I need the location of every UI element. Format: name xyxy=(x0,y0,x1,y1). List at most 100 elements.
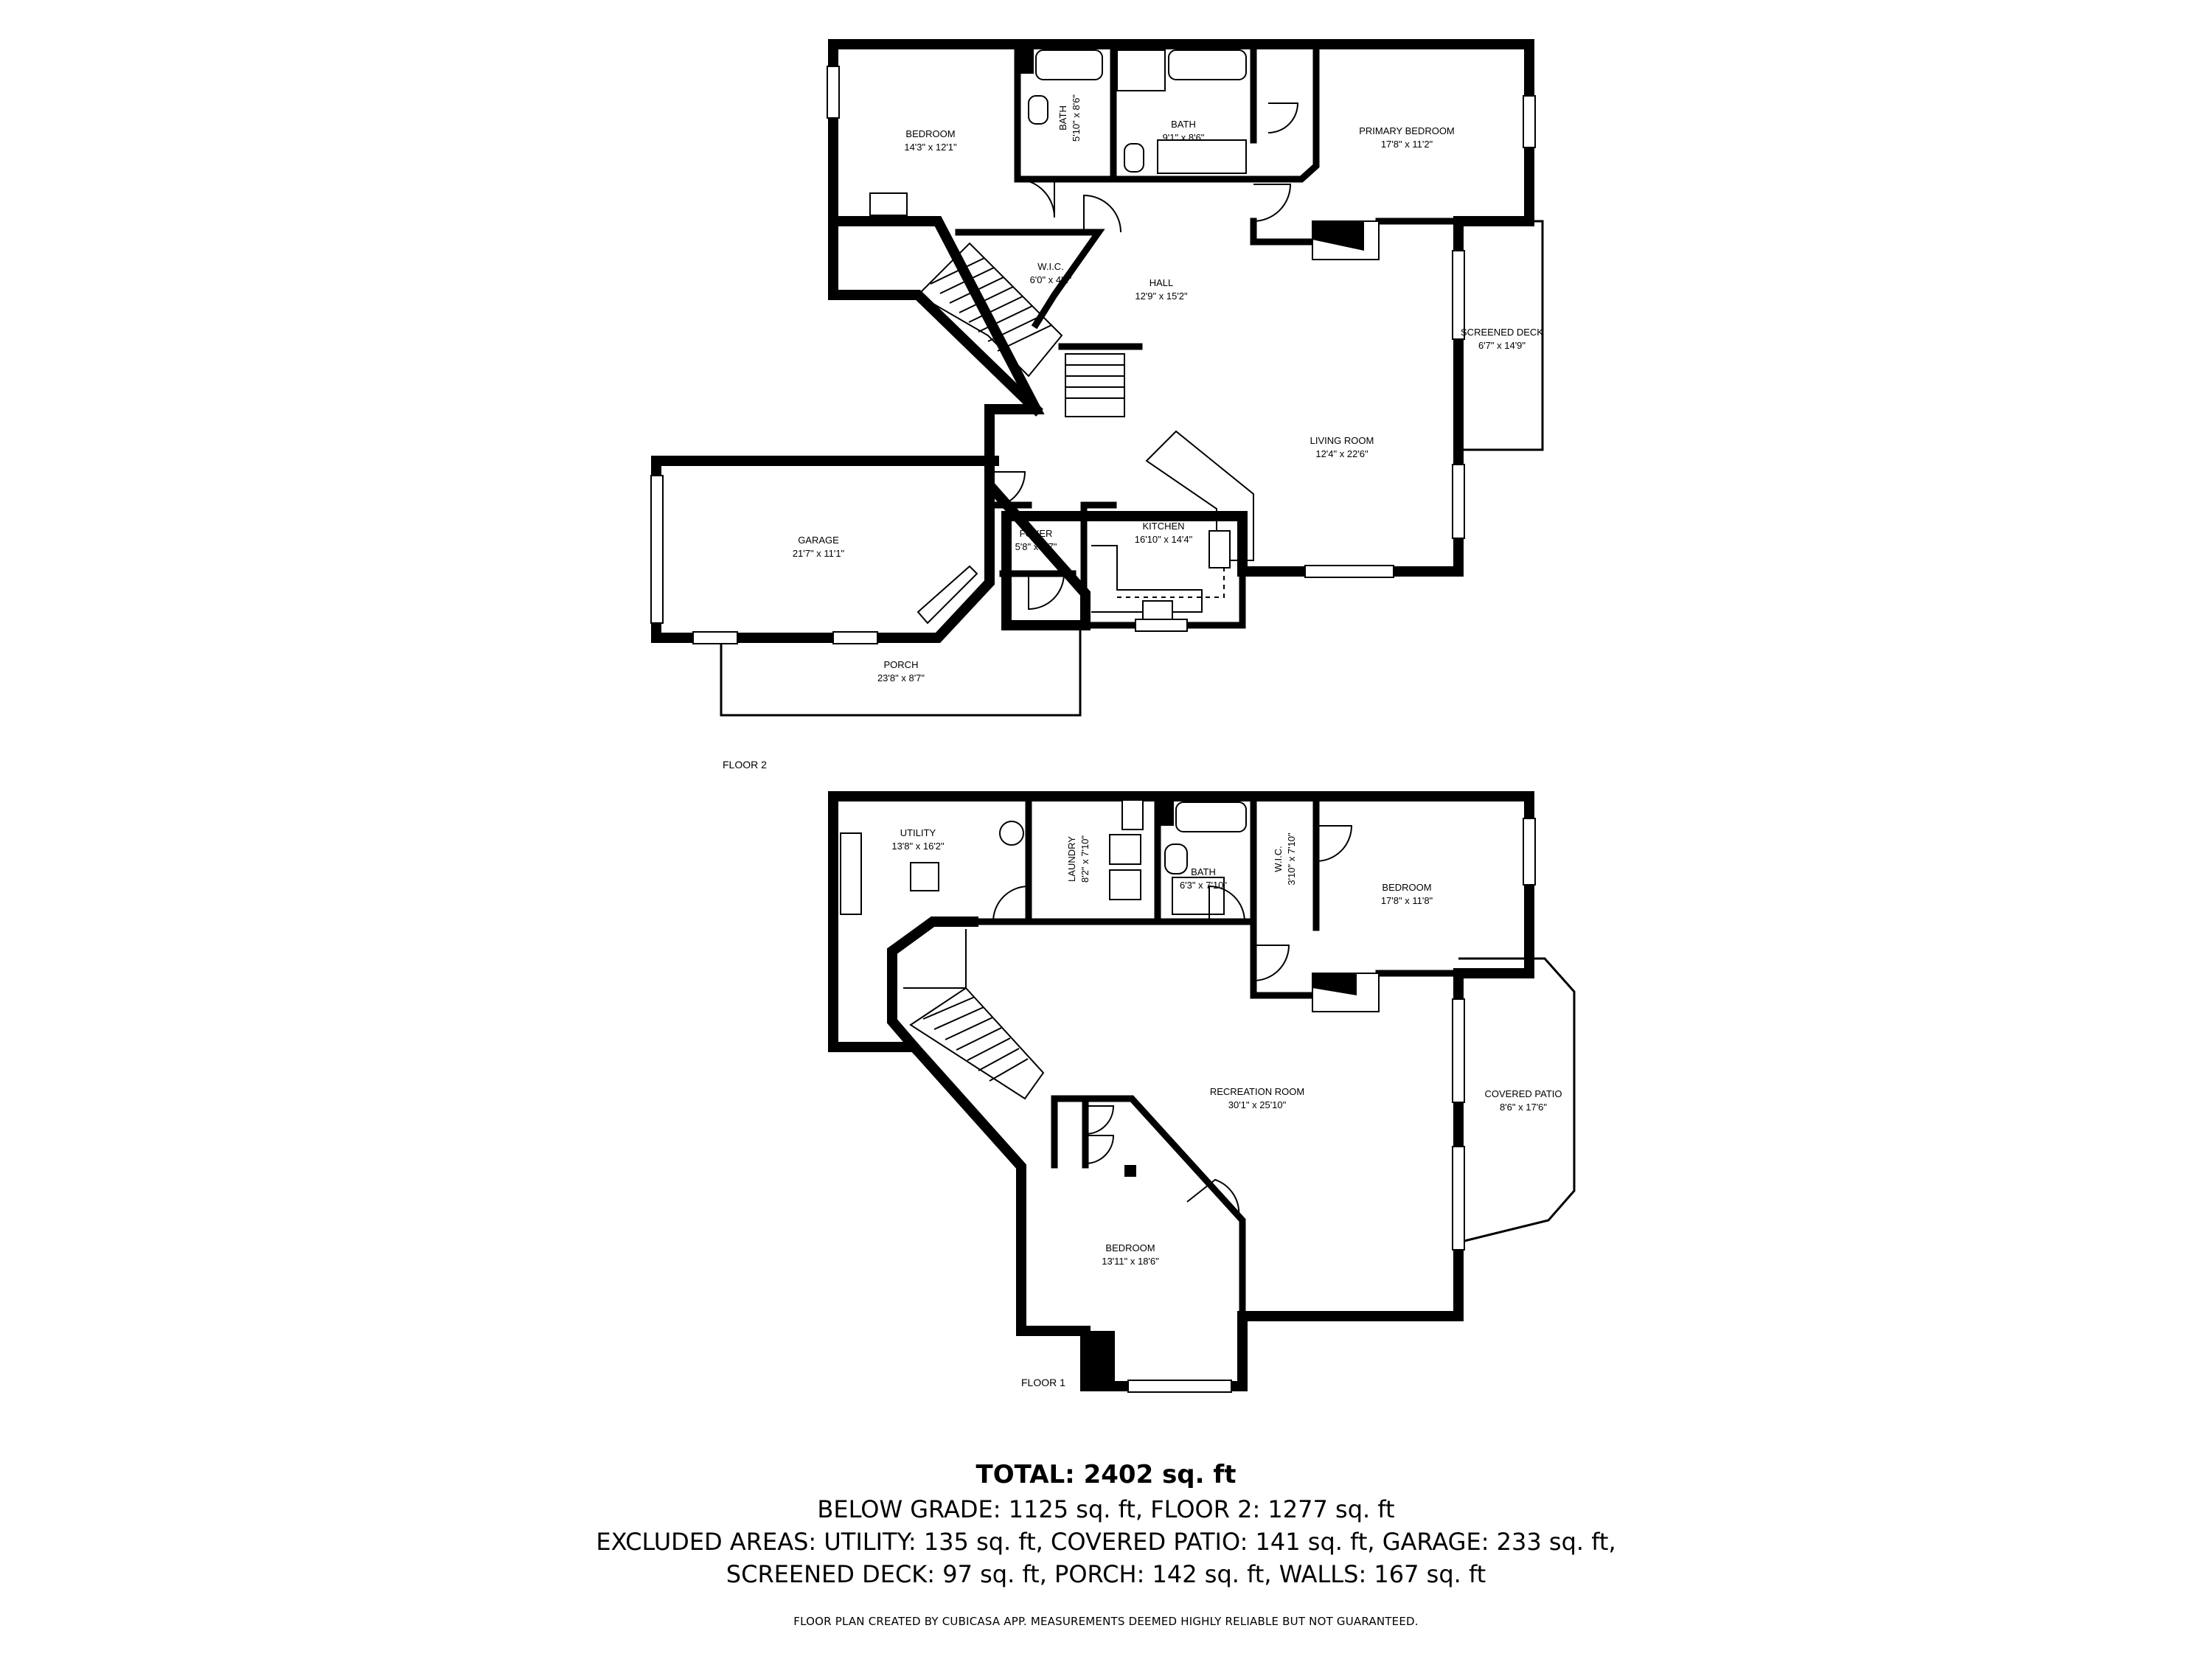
stair-tread xyxy=(997,324,1052,352)
credit-disclaimer: FLOOR PLAN CREATED BY CUBICASA APP. MEAS… xyxy=(793,1615,1419,1628)
room-dims-kitchen: 16'10" x 14'4" xyxy=(1135,534,1193,545)
bedroom-diagonal-wall xyxy=(1051,1095,1246,1320)
stair-run xyxy=(917,242,1063,378)
area-breakdown-line-1: BELOW GRADE: 1125 sq. ft, FLOOR 2: 1277 … xyxy=(817,1495,1395,1523)
door-swing xyxy=(1083,194,1121,233)
toilet xyxy=(1124,143,1144,173)
room-name-bath-a: BATH xyxy=(1057,105,1068,131)
stair-landing xyxy=(903,929,967,989)
service-rooms-wall xyxy=(970,793,1257,925)
porch-outline xyxy=(720,625,1082,717)
room-dims-bedroom-sw: 13'11" x 18'6" xyxy=(1102,1256,1159,1267)
wall-chase xyxy=(1018,44,1034,74)
stair-tread xyxy=(939,267,995,294)
stair-tread xyxy=(933,1006,984,1030)
stair-tread xyxy=(959,286,1014,313)
window xyxy=(1452,998,1465,1103)
stair-landing xyxy=(1065,353,1125,417)
floor-2-label: FLOOR 2 xyxy=(723,759,767,771)
desk xyxy=(869,192,908,216)
floor1-stair-wall xyxy=(887,917,978,1054)
door-swing xyxy=(1028,573,1065,611)
kitchen-range xyxy=(1208,530,1231,568)
stair-tread xyxy=(978,305,1033,333)
room-name-wic: W.I.C. xyxy=(1037,261,1063,272)
washer xyxy=(1109,834,1141,865)
room-name-bedroom-sw: BEDROOM xyxy=(1105,1242,1155,1253)
door-swing xyxy=(1253,184,1292,222)
room-dims-hall: 12'9" x 15'2" xyxy=(1135,291,1188,302)
dryer xyxy=(1109,869,1141,900)
floor2-stair-wall xyxy=(828,216,1043,417)
door-swing xyxy=(989,471,1026,508)
kitchen-island xyxy=(1145,430,1254,561)
kitchen-sink xyxy=(1142,600,1173,620)
room-name-wic: W.I.C. xyxy=(1273,846,1284,872)
wall-chase xyxy=(1085,1331,1115,1386)
floor-2-plan xyxy=(650,39,1544,717)
stair-tread xyxy=(945,1017,993,1040)
room-dims-bath-b: 9'1" x 8'6" xyxy=(1163,132,1205,143)
toilet xyxy=(1028,95,1048,125)
kitchen-counter xyxy=(1091,545,1203,613)
room-name-bedroom: BEDROOM xyxy=(905,128,955,139)
window xyxy=(1523,95,1536,148)
door-swing xyxy=(1186,1178,1240,1217)
toilet xyxy=(1164,844,1188,874)
garage-steps xyxy=(917,565,978,625)
window xyxy=(1523,818,1536,886)
laundry-sink xyxy=(1121,799,1144,830)
door-swing xyxy=(992,886,1029,922)
stair-tread xyxy=(956,1027,1002,1051)
room-name-laundry: LAUNDRY xyxy=(1066,836,1077,882)
room-name-covered-patio: COVERED PATIO xyxy=(1485,1088,1562,1099)
door-swing xyxy=(1085,1135,1115,1164)
floor1-stairs xyxy=(903,929,1045,1100)
stair-tread xyxy=(967,1037,1011,1061)
stair-tread xyxy=(978,1048,1020,1071)
utility-shelf xyxy=(840,832,862,915)
window xyxy=(650,475,664,624)
primary-bedroom-wall xyxy=(1250,218,1324,246)
stair-tread xyxy=(949,276,1004,304)
door-swing xyxy=(1253,945,1290,981)
room-dims-bedroom-ne: 17'8" x 11'8" xyxy=(1381,895,1433,906)
wall-chase xyxy=(1158,796,1174,826)
fireplace xyxy=(1312,973,1357,995)
room-name-utility: UTILITY xyxy=(900,827,936,838)
room-name-recreation-room: RECREATION ROOM xyxy=(1210,1086,1304,1097)
room-dims-bath-a: 5'10" x 8'6" xyxy=(1071,94,1082,142)
room-dims-recreation-room: 30'1" x 25'10" xyxy=(1228,1099,1287,1110)
room-dims-garage: 21'7" x 11'1" xyxy=(793,548,845,559)
room-name-garage: GARAGE xyxy=(798,535,839,546)
total-area: TOTAL: 2402 sq. ft xyxy=(975,1460,1237,1489)
door-swing xyxy=(1208,885,1245,922)
room-dims-utility: 13'8" x 16'2" xyxy=(891,841,945,852)
room-name-screened-deck: SCREENED DECK xyxy=(1461,327,1543,338)
window xyxy=(1304,565,1394,578)
garage-wall xyxy=(651,456,999,643)
room-name-foyer: FOYER xyxy=(1020,528,1053,539)
room-name-bedroom-ne: BEDROOM xyxy=(1382,882,1431,893)
window xyxy=(832,631,878,644)
fireplace xyxy=(1312,221,1364,251)
bathtub xyxy=(1175,801,1247,832)
kitchen-counter-edge xyxy=(1117,546,1225,598)
shower xyxy=(1116,49,1166,91)
room-dims-wic: 6'0" x 4'2" xyxy=(1030,274,1072,285)
room-dims-wic: 3'10" x 7'10" xyxy=(1286,832,1297,886)
window xyxy=(692,631,738,644)
floor-1-label: FLOOR 1 xyxy=(1021,1377,1065,1388)
screened-deck-outline xyxy=(1458,220,1544,451)
stair-tread xyxy=(987,315,1043,342)
window xyxy=(1127,1380,1232,1393)
room-dims-covered-patio: 8'6" x 17'6" xyxy=(1500,1102,1547,1113)
stair-tread xyxy=(930,257,985,285)
room-name-hall: HALL xyxy=(1150,277,1174,288)
bedroom-ne-wall xyxy=(1250,924,1324,999)
room-name-primary-bedroom: PRIMARY BEDROOM xyxy=(1359,125,1455,136)
area-breakdown-line-3: SCREENED DECK: 97 sq. ft, PORCH: 142 sq.… xyxy=(726,1560,1486,1588)
door-swing xyxy=(1315,825,1353,862)
floor-1-plan xyxy=(828,791,1576,1393)
